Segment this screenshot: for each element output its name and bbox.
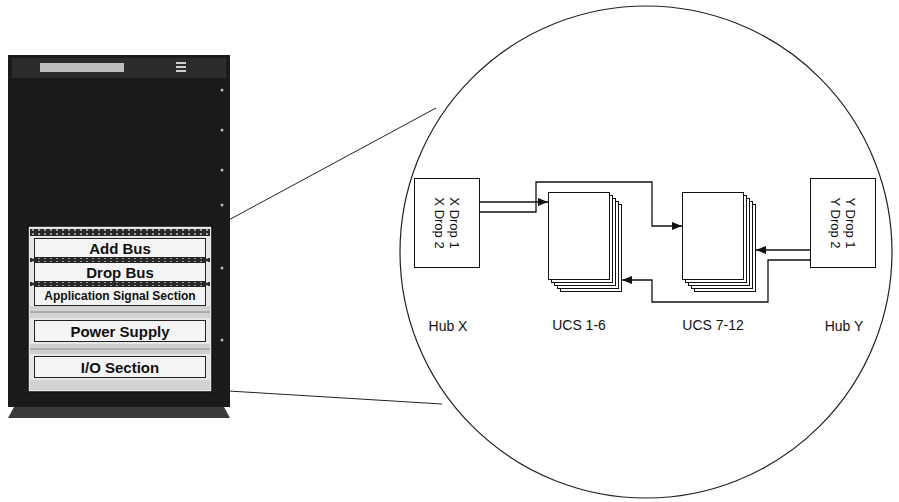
section-name: Drop Bus bbox=[86, 265, 154, 280]
rail-gap bbox=[30, 380, 210, 390]
rail-strip bbox=[30, 229, 210, 236]
rack-section-band: Drop Bus bbox=[34, 262, 206, 282]
box-label: UCS 1-6 bbox=[552, 316, 606, 334]
signal-arrow bbox=[756, 249, 810, 250]
rack-screw bbox=[221, 169, 224, 172]
rack-base bbox=[8, 407, 230, 418]
card-stack: UCS 7-12 bbox=[682, 192, 756, 292]
drop-name: X Drop 1 bbox=[447, 197, 462, 248]
rack-section-band: Add Bus bbox=[34, 238, 206, 258]
label-text: Hub X bbox=[429, 318, 468, 334]
rack-vent bbox=[176, 70, 186, 72]
rack-section-band: I/O Section bbox=[34, 356, 206, 378]
section-name: Add Bus bbox=[89, 241, 151, 256]
card-sheet bbox=[682, 192, 744, 280]
rack-section-band: Power Supply bbox=[34, 320, 206, 342]
rail-gap bbox=[30, 344, 210, 354]
box-label: Hub X bbox=[429, 317, 468, 335]
label-text: Hub Y bbox=[825, 318, 864, 334]
hub-box: X Drop 1X Drop 2Hub X bbox=[414, 178, 480, 268]
section-name: I/O Section bbox=[81, 360, 159, 375]
label-text: UCS 7-12 bbox=[682, 317, 743, 333]
signal-arrow bbox=[480, 201, 548, 202]
rack-frame bbox=[28, 226, 212, 392]
hub-box: Y Drop 1Y Drop 2Hub Y bbox=[810, 178, 876, 268]
rack-section-band: Application Signal Section bbox=[34, 286, 206, 306]
rail-gap bbox=[30, 306, 210, 318]
section-name: Power Supply bbox=[70, 324, 169, 339]
rack-top-panel bbox=[12, 58, 226, 78]
rack-screw bbox=[221, 339, 224, 342]
rack-nameplate bbox=[40, 63, 124, 72]
drop-name: Y Drop 1 bbox=[843, 197, 858, 248]
rail-line bbox=[30, 312, 210, 313]
section-name: Application Signal Section bbox=[44, 290, 195, 302]
card-stack: UCS 1-6 bbox=[548, 192, 622, 292]
magnifier-circle bbox=[400, 6, 892, 498]
rack-screw bbox=[221, 89, 224, 92]
rack-cabinet bbox=[8, 55, 230, 407]
drop-name: Y Drop 2 bbox=[828, 197, 843, 248]
drop-name: X Drop 2 bbox=[432, 197, 447, 248]
rail-line bbox=[30, 349, 210, 350]
leader-line bbox=[212, 108, 436, 229]
box-label: Hub Y bbox=[825, 317, 864, 335]
rack-screw bbox=[221, 267, 224, 270]
rotated-text-group: Y Drop 1Y Drop 2 bbox=[828, 197, 858, 248]
card-sheet bbox=[548, 192, 610, 280]
leader-line bbox=[212, 390, 442, 404]
label-text: UCS 1-6 bbox=[552, 317, 606, 333]
rack-screw bbox=[221, 204, 224, 207]
rack-vent bbox=[176, 62, 186, 64]
rack-vent bbox=[176, 66, 186, 68]
box-label: UCS 7-12 bbox=[682, 316, 743, 334]
rotated-text-group: X Drop 1X Drop 2 bbox=[432, 197, 462, 248]
rack-screw bbox=[221, 129, 224, 132]
